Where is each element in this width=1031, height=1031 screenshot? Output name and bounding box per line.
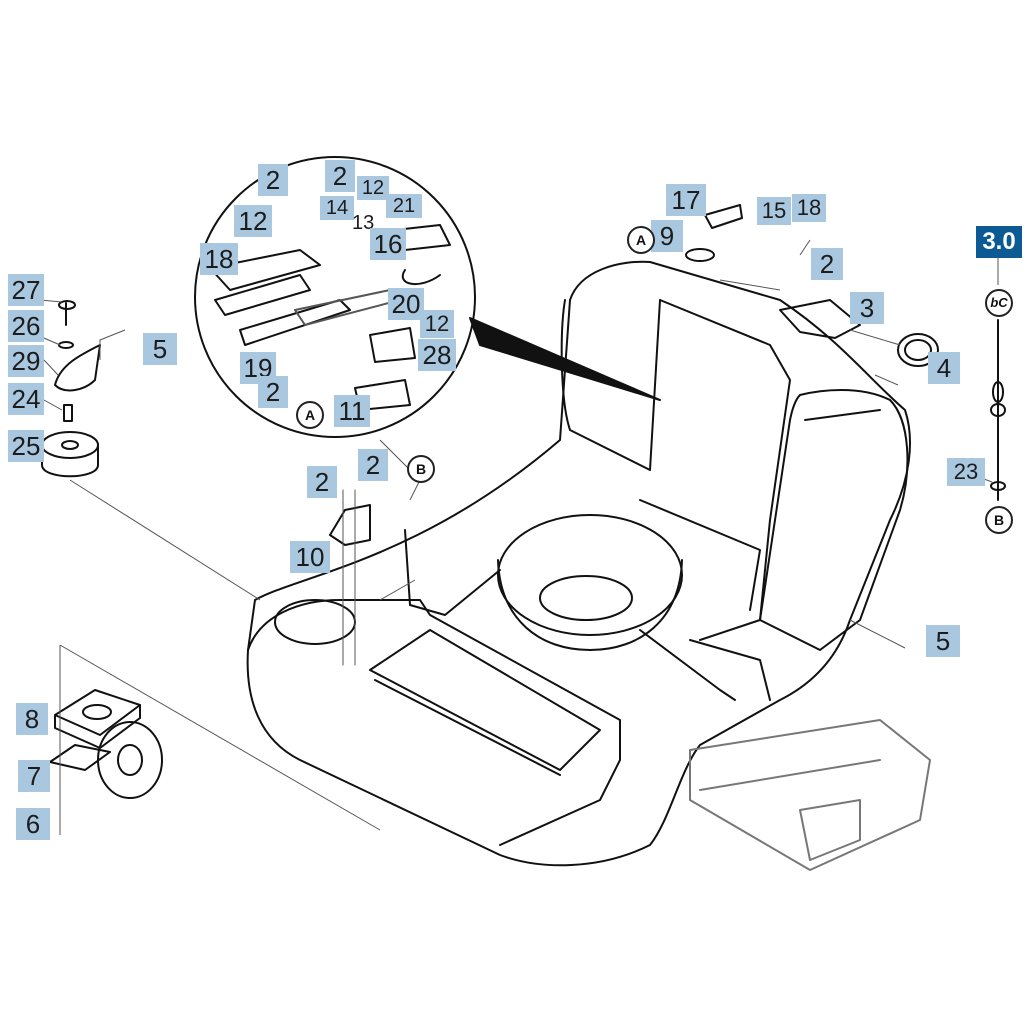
detail-callout-21[interactable]: 21 [386, 194, 422, 218]
detail-callout-20[interactable]: 20 [388, 288, 424, 320]
callout-18-right[interactable]: 18 [792, 194, 826, 222]
callout-24[interactable]: 24 [8, 383, 44, 415]
ref-a-console: A [627, 226, 655, 254]
detail-callout-13: 13 [352, 212, 375, 234]
callout-3[interactable]: 3 [850, 292, 884, 324]
ref-a-detail: A [296, 401, 324, 429]
detail-callout-12-left[interactable]: 12 [234, 205, 272, 237]
detail-callout-2-top[interactable]: 2 [325, 160, 355, 192]
detail-callout-12-top[interactable]: 12 [357, 176, 389, 200]
detail-callout-18[interactable]: 18 [200, 243, 238, 275]
ref-b-cable: B [985, 506, 1013, 534]
section-badge[interactable]: 3.0 [976, 226, 1022, 258]
callout-5-left[interactable]: 5 [143, 333, 177, 365]
caster-wheel-drawing [49, 689, 163, 799]
callout-23[interactable]: 23 [947, 458, 985, 486]
cover-plate-drawing [54, 344, 101, 392]
brush-deck [689, 719, 931, 871]
callout-29[interactable]: 29 [8, 345, 44, 377]
ref-b-chassis: B [407, 455, 435, 483]
detail-callout-2-bottom[interactable]: 2 [258, 376, 288, 408]
right-backrest [759, 389, 909, 651]
callout-10[interactable]: 10 [290, 541, 330, 573]
callout-6[interactable]: 6 [16, 808, 50, 840]
chassis-body [246, 260, 911, 867]
detail-callout-12-right[interactable]: 12 [420, 310, 454, 338]
front-tray [369, 629, 601, 771]
ref-bc-cable: bC [985, 289, 1013, 317]
detail-callout-16[interactable]: 16 [370, 228, 406, 260]
callout-26[interactable]: 26 [8, 310, 44, 342]
upper-console [560, 299, 661, 471]
callout-2-bracket-left[interactable]: 2 [307, 466, 337, 498]
bracket-drawing [329, 504, 371, 546]
detail-callout-11[interactable]: 11 [334, 395, 370, 427]
callout-2-bracket-right[interactable]: 2 [358, 449, 388, 481]
bowl-cavity [497, 514, 683, 636]
callout-8[interactable]: 8 [16, 703, 48, 735]
callout-27[interactable]: 27 [8, 274, 44, 306]
zoom-pointer [469, 317, 661, 401]
detail-callout-14[interactable]: 14 [320, 196, 354, 220]
detail-callout-28[interactable]: 28 [418, 339, 456, 371]
callout-17[interactable]: 17 [666, 184, 706, 216]
callout-15[interactable]: 15 [757, 197, 791, 225]
detail-callout-2-top-left[interactable]: 2 [258, 164, 288, 196]
key-switch-drawing [704, 204, 743, 229]
callout-25[interactable]: 25 [8, 430, 44, 462]
callout-4[interactable]: 4 [928, 352, 960, 384]
gauge-drawing [897, 333, 939, 367]
callout-9[interactable]: 9 [651, 220, 683, 252]
detail-wires [209, 249, 351, 346]
callout-7[interactable]: 7 [18, 760, 50, 792]
callout-5-right[interactable]: 5 [926, 625, 960, 657]
handle-bracket-drawing [779, 299, 861, 339]
callout-2-right[interactable]: 2 [811, 248, 843, 280]
socket-drawing [369, 327, 416, 363]
roller-wheel-drawing [41, 431, 99, 459]
